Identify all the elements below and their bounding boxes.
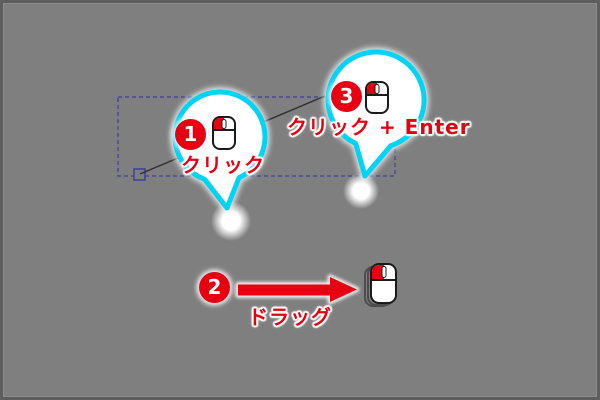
- cursor-glow-dot-3[interactable]: [343, 173, 379, 209]
- selection-handle[interactable]: [133, 168, 146, 181]
- mouse-wheel: [374, 84, 380, 94]
- mouse-divider: [214, 129, 234, 132]
- step-label-2: ドラッグ: [248, 305, 332, 329]
- step-badge-2: 2: [199, 272, 230, 303]
- cursor-glow-dot-1[interactable]: [211, 201, 251, 241]
- mouse-drag-icon: [370, 263, 397, 304]
- step-badge-1: 1: [175, 119, 206, 150]
- mouse-wheel: [221, 119, 227, 129]
- mouse-left-click-icon-1: [212, 116, 236, 150]
- mouse-left-button: [367, 83, 377, 95]
- mouse-wheel: [381, 266, 386, 278]
- mouse-left-button: [372, 265, 384, 280]
- right-arrow-icon: [238, 277, 357, 302]
- step-badge-3: 3: [331, 81, 362, 112]
- step-label-3: クリック + Enter: [287, 115, 471, 139]
- step-label-1: クリック: [181, 153, 265, 177]
- mouse-divider: [367, 94, 387, 97]
- mouse-divider: [372, 279, 395, 282]
- mouse-left-click-icon-3: [365, 81, 389, 114]
- mouse-left-button: [214, 118, 224, 130]
